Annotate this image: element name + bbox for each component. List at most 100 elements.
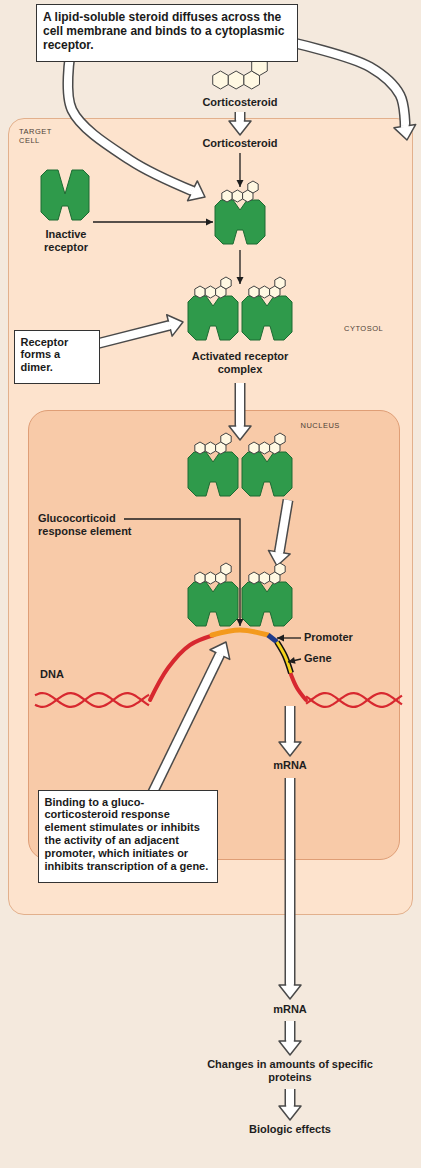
dna-loop <box>290 672 306 700</box>
dna-strand <box>306 693 402 707</box>
step-label: mRNA <box>255 1003 325 1016</box>
promoter-leader <box>277 635 301 642</box>
arrow-body <box>96 325 171 344</box>
binding-arrow <box>237 153 244 187</box>
receptor-shape <box>188 452 238 496</box>
arrow-join <box>168 322 170 329</box>
steroid-ring <box>252 58 268 76</box>
arrow-outline <box>68 56 194 192</box>
gene-outline <box>277 642 291 673</box>
steroid-molecule <box>213 58 268 90</box>
part-label: Activated receptor complex <box>170 350 310 376</box>
bound-steroid <box>195 563 231 584</box>
leader-line <box>93 221 213 222</box>
mrna-arrow <box>279 778 301 999</box>
steroid-ring <box>205 286 215 298</box>
steroid-ring <box>221 277 231 289</box>
leader-head <box>288 657 296 664</box>
response-element-leader <box>124 519 244 626</box>
steroid-ring <box>275 563 285 575</box>
arrow-outline <box>290 42 405 128</box>
dimerize-arrow <box>237 250 244 284</box>
arrow-outline <box>235 383 246 428</box>
leader-head <box>237 619 244 626</box>
part-label: Promoter <box>304 631 384 644</box>
callout-arrow <box>290 42 416 140</box>
callout-arrow <box>96 315 183 344</box>
region-label: CYTOSOL <box>344 324 404 333</box>
label-holder: DNA <box>40 668 90 681</box>
label-holder: Inactive receptor <box>30 228 102 254</box>
leader-head <box>277 635 284 642</box>
part-label: Inactive receptor <box>30 228 102 254</box>
text-holder: TARGET CELL <box>19 127 57 145</box>
effect-arrow <box>279 1089 301 1120</box>
arrow-outline <box>285 1021 296 1043</box>
steroid-ring <box>195 572 205 584</box>
bound-steroid <box>249 433 285 454</box>
callout-box: Receptor forms a dimer. <box>14 330 100 384</box>
arrow-join <box>236 425 244 428</box>
arrow-body <box>290 42 405 128</box>
arrow-head <box>229 426 251 440</box>
binding-line <box>93 219 213 226</box>
arrow-head <box>279 1106 301 1120</box>
arrow-outline <box>279 500 288 554</box>
arrow-body <box>286 1021 294 1043</box>
steroid-ring <box>205 572 215 584</box>
arrow-join <box>286 1040 294 1043</box>
gene-segment <box>277 642 291 673</box>
arrow-body <box>286 1089 294 1108</box>
arrow-head <box>229 121 251 135</box>
label-holder: Promoter <box>304 631 384 644</box>
leader-line <box>124 519 240 626</box>
response-element <box>212 630 268 635</box>
arrow-outline <box>285 778 296 987</box>
arrow-head <box>210 642 230 659</box>
transport-arrow <box>268 500 290 566</box>
steroid-ring <box>259 442 269 454</box>
bound-steroid <box>249 563 285 584</box>
text-holder: Receptor forms a dimer. <box>21 336 93 375</box>
steroid-ring <box>259 572 269 584</box>
callout-box: Binding to a gluco-corticosteroid respon… <box>38 790 218 883</box>
steroid-ring <box>249 572 259 584</box>
steroid-ring <box>221 433 231 445</box>
bound-steroid <box>195 277 231 298</box>
arrow-body <box>68 56 194 192</box>
arrow-outline <box>96 325 171 344</box>
leader-head <box>237 277 244 284</box>
mrna-arrow <box>279 706 301 756</box>
receptor-shape <box>242 582 292 626</box>
steroid-ring <box>275 277 285 289</box>
arrow-body <box>236 112 244 123</box>
arrow-head <box>188 181 205 201</box>
entry-arrow <box>229 112 251 135</box>
steroid-ring <box>232 190 242 202</box>
receptor-shape <box>188 582 238 626</box>
transport-arrow <box>229 383 251 440</box>
step-label: Changes in amounts of specific proteins <box>200 1058 380 1084</box>
callout-text: Receptor forms a dimer. <box>21 336 93 375</box>
arrow-body <box>286 706 294 744</box>
callout-arrow <box>150 642 230 798</box>
step-label: mRNA <box>255 759 325 772</box>
translation-arrow <box>279 1021 301 1055</box>
label-holder: mRNA <box>255 1003 325 1016</box>
region-label: TARGET CELL <box>19 127 57 145</box>
label-holder: Changes in amounts of specific proteins <box>200 1058 380 1084</box>
steroid-ring <box>249 286 259 298</box>
inactive-receptor <box>41 170 89 220</box>
gene-leader <box>288 657 301 664</box>
steroid-ring <box>228 71 244 89</box>
arrow-outline <box>285 1089 296 1108</box>
text-holder: Binding to a gluco-corticosteroid respon… <box>45 796 211 874</box>
dna-strand <box>35 693 149 707</box>
callout-text: Binding to a gluco-corticosteroid respon… <box>45 796 211 874</box>
steroid-ring <box>248 181 258 193</box>
dna-strand <box>35 693 149 707</box>
steroid-ring <box>205 442 215 454</box>
label-holder: Corticosteroid <box>180 96 300 109</box>
arrow-outline <box>150 653 221 798</box>
region-label: NUCLEUS <box>301 421 361 430</box>
